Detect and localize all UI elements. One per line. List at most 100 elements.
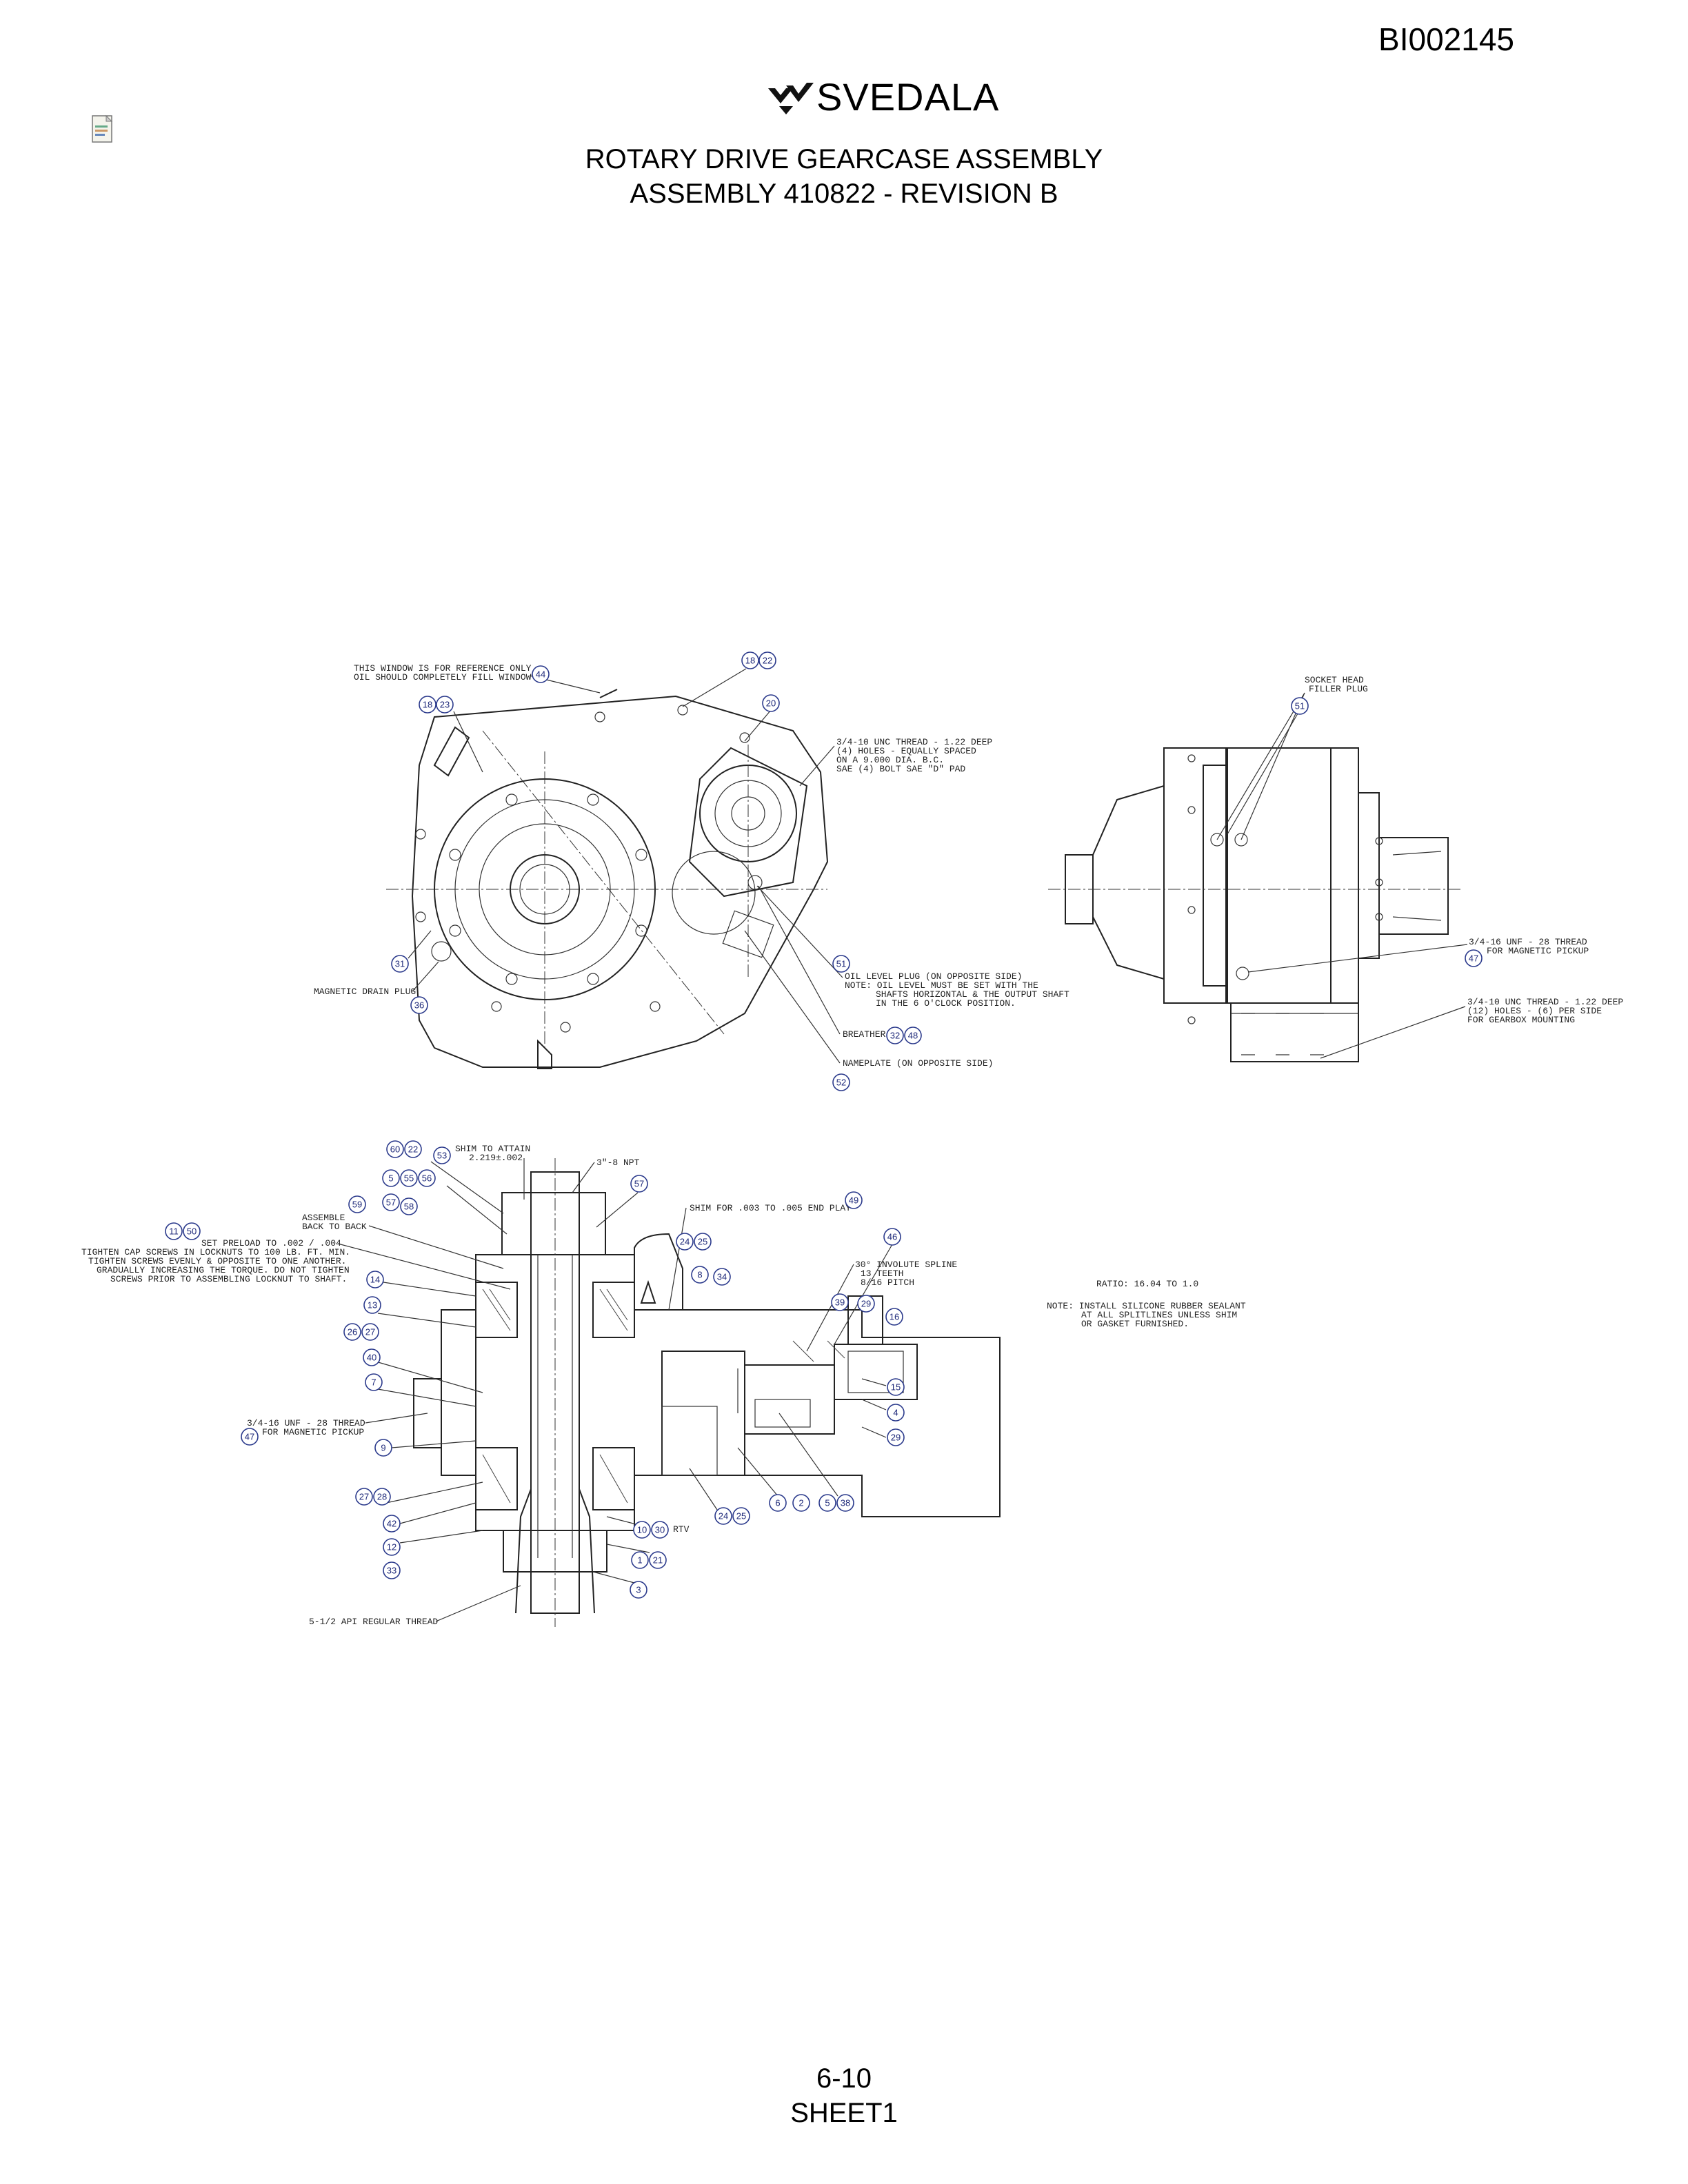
callout-27: 27 [361, 1323, 379, 1341]
svg-text:25: 25 [736, 1511, 746, 1521]
note-window-2: OIL SHOULD COMPLETELY FILL WINDOW [354, 672, 532, 682]
svg-text:57: 57 [634, 1179, 644, 1189]
note-thread-3: ON A 9.000 DIA. B.C. [836, 755, 944, 765]
svedala-logo-mark [768, 83, 814, 114]
svg-text:58: 58 [404, 1202, 414, 1212]
callout-21: 21 [649, 1551, 667, 1569]
note-window-1: THIS WINDOW IS FOR REFERENCE ONLY. [354, 663, 536, 674]
callout-28: 28 [373, 1488, 391, 1506]
callout-51: 51 [1291, 697, 1309, 715]
svg-text:5: 5 [825, 1498, 830, 1508]
svg-text:23: 23 [440, 700, 450, 710]
svg-text:38: 38 [841, 1498, 850, 1508]
callout-5: 5 [382, 1169, 400, 1187]
callout-58: 58 [400, 1197, 418, 1215]
svg-text:26: 26 [348, 1327, 357, 1337]
note-end-play: SHIM FOR .003 TO .005 END PLAY [690, 1203, 851, 1213]
callout-11: 11 [165, 1222, 183, 1240]
svg-text:22: 22 [763, 656, 772, 666]
callout-24: 24 [676, 1233, 694, 1251]
svg-text:33: 33 [387, 1566, 396, 1576]
callout-50: 50 [183, 1222, 201, 1240]
callout-52: 52 [832, 1073, 850, 1091]
note-npt: 3"-8 NPT [596, 1157, 640, 1168]
svg-text:6: 6 [775, 1498, 780, 1508]
callout-16: 16 [885, 1308, 903, 1326]
svedala-logo: SVEDALA [765, 74, 998, 123]
svg-text:7: 7 [371, 1377, 376, 1388]
callout-38: 38 [836, 1494, 854, 1512]
section-view [413, 1158, 1001, 1627]
drawing-title: ROTARY DRIVE GEARCASE ASSEMBLY ASSEMBLY … [0, 142, 1688, 211]
note-thread-1: 3/4-10 UNC THREAD - 1.22 DEEP [836, 737, 992, 747]
note-pickup-2: FOR MAGNETIC PICKUP [1487, 946, 1589, 956]
svg-text:47: 47 [1469, 953, 1478, 964]
svg-text:22: 22 [408, 1144, 418, 1155]
callout-18: 18 [741, 651, 759, 669]
note-oil-3: SHAFTS HORIZONTAL & THE OUTPUT SHAFT [876, 989, 1069, 1000]
callout-29: 29 [857, 1295, 875, 1313]
svg-text:3: 3 [636, 1585, 641, 1595]
callout-13: 13 [363, 1296, 381, 1314]
attachment-file-icon[interactable] [90, 114, 117, 145]
note-shim-1: SHIM TO ATTAIN [455, 1144, 530, 1154]
note-preload-5: SCREWS PRIOR TO ASSEMBLING LOCKNUT TO SH… [110, 1274, 347, 1284]
svg-text:1: 1 [637, 1555, 642, 1566]
svg-text:27: 27 [365, 1327, 375, 1337]
svg-text:60: 60 [390, 1144, 400, 1155]
note-thread-2: (4) HOLES - EQUALLY SPACED [836, 746, 976, 756]
note-rtv: RTV [673, 1524, 690, 1535]
note-oil-1: OIL LEVEL PLUG (ON OPPOSITE SIDE) [845, 971, 1022, 982]
svg-text:5: 5 [388, 1173, 393, 1184]
note-drain-plug: MAGNETIC DRAIN PLUG [314, 987, 416, 997]
callout-18: 18 [419, 696, 436, 714]
callout-5: 5 [818, 1494, 836, 1512]
callout-47: 47 [241, 1428, 259, 1446]
svg-text:51: 51 [836, 959, 846, 969]
callout-57: 57 [630, 1175, 648, 1193]
note-api-thread: 5-1/2 API REGULAR THREAD [309, 1617, 438, 1627]
note-pickup-4: FOR MAGNETIC PICKUP [262, 1427, 364, 1437]
callout-51: 51 [832, 955, 850, 973]
callout-12: 12 [383, 1538, 401, 1556]
callout-10: 10 [633, 1521, 651, 1539]
svg-text:30: 30 [655, 1525, 665, 1535]
note-spline-2: 13 TEETH [861, 1268, 903, 1279]
callout-39: 39 [831, 1293, 849, 1311]
svg-text:25: 25 [698, 1237, 707, 1247]
callout-27: 27 [355, 1488, 373, 1506]
note-shim-2: 2.219±.002 [469, 1153, 523, 1163]
callout-33: 33 [383, 1561, 401, 1579]
svg-text:4: 4 [893, 1408, 898, 1418]
callout-53: 53 [433, 1146, 451, 1164]
note-spline-1: 30° INVOLUTE SPLINE [855, 1260, 957, 1270]
svg-text:53: 53 [437, 1151, 447, 1161]
svg-text:57: 57 [386, 1197, 396, 1208]
svg-text:29: 29 [891, 1433, 901, 1443]
svg-text:27: 27 [359, 1492, 369, 1502]
svg-text:8: 8 [697, 1270, 702, 1280]
note-preload-3: TIGHTEN SCREWS EVENLY & OPPOSITE TO ONE … [88, 1256, 346, 1266]
svg-text:52: 52 [836, 1078, 846, 1088]
svg-text:55: 55 [404, 1173, 414, 1184]
callout-36: 36 [410, 996, 428, 1014]
callout-9: 9 [374, 1439, 392, 1457]
callout-32: 32 [886, 1027, 904, 1044]
note-nameplate: NAMEPLATE (ON OPPOSITE SIDE) [843, 1058, 993, 1069]
svg-text:40: 40 [367, 1353, 376, 1363]
callout-40: 40 [363, 1348, 381, 1366]
callout-24: 24 [714, 1507, 732, 1525]
note-assemble-2: BACK TO BACK [302, 1222, 367, 1232]
callout-26: 26 [343, 1323, 361, 1341]
note-pickup-1: 3/4-16 UNF - 28 THREAD [1469, 937, 1587, 947]
note-mount-3: FOR GEARBOX MOUNTING [1467, 1015, 1575, 1025]
callout-48: 48 [904, 1027, 922, 1044]
svg-text:11: 11 [169, 1226, 179, 1237]
svg-text:9: 9 [381, 1443, 385, 1453]
svg-text:49: 49 [849, 1195, 858, 1206]
svg-text:16: 16 [890, 1312, 899, 1322]
callout-59: 59 [348, 1195, 366, 1213]
svg-text:10: 10 [637, 1525, 647, 1535]
title-line-1: ROTARY DRIVE GEARCASE ASSEMBLY [585, 144, 1103, 174]
